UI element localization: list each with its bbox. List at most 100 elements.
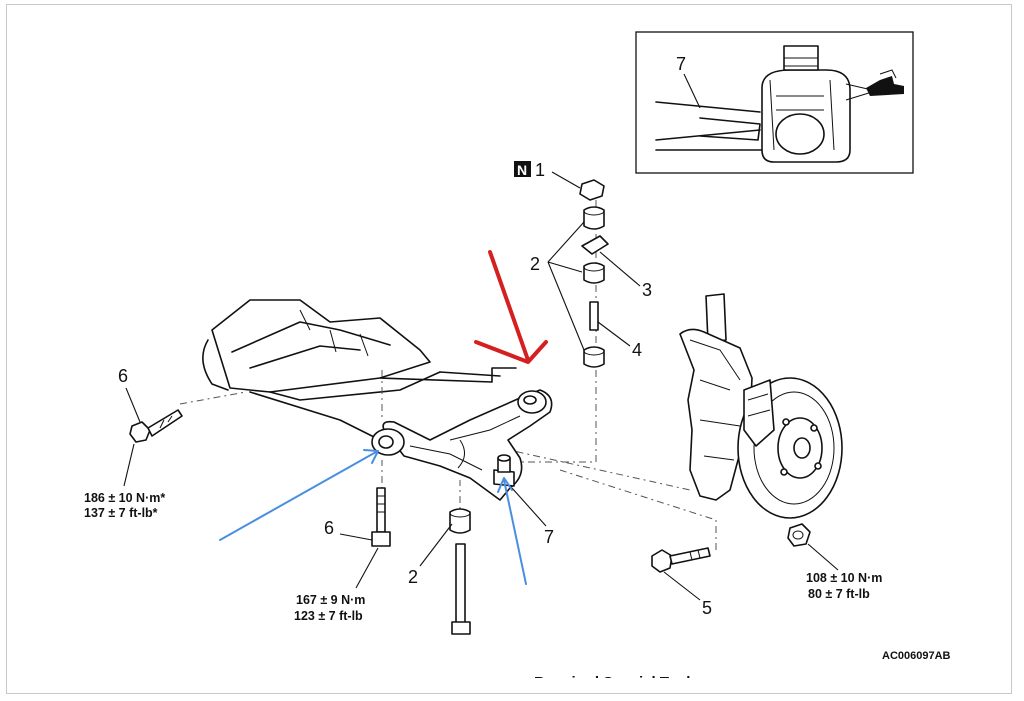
part-2-bottom-rim bbox=[449, 508, 471, 518]
torque-specs: 186 ± 10 N·m* 137 ± 7 ft-lb* 167 ± 9 N·m… bbox=[84, 491, 882, 623]
dash-vertical-c bbox=[520, 370, 597, 463]
inset-arm-web bbox=[699, 117, 761, 141]
torque-right-nm: 108 ± 10 N·m bbox=[806, 571, 882, 585]
wheel-stud-3 bbox=[814, 462, 822, 470]
torque-mid-ftlb: 123 ± 7 ft-lb bbox=[294, 609, 363, 623]
dash-knuckle bbox=[499, 447, 691, 491]
bolt-leaders bbox=[123, 387, 839, 601]
part-2-bushing-top bbox=[583, 206, 605, 230]
wheel-stud-1 bbox=[782, 418, 790, 426]
label-2-top: 2 bbox=[530, 254, 540, 274]
part-2-mid-rim bbox=[583, 262, 605, 272]
part-2-lower-rim bbox=[583, 346, 605, 356]
part-2-bushing-mid bbox=[583, 262, 605, 284]
label-2-bottom: 2 bbox=[408, 567, 418, 587]
dash-bolt6-left bbox=[179, 391, 247, 405]
part-1-nut bbox=[579, 179, 605, 201]
label-6-mid: 6 bbox=[324, 518, 334, 538]
n-badge-text: N bbox=[517, 162, 527, 178]
blue-arrow-balljoint-head bbox=[497, 477, 513, 493]
inset-label-leader bbox=[683, 73, 701, 109]
part-labels: N 1 2 3 4 6 6 2 7 5 bbox=[118, 160, 712, 618]
knuckle-details bbox=[699, 379, 741, 461]
label-6-left: 6 bbox=[118, 366, 128, 386]
hub-center bbox=[793, 437, 811, 459]
torque-right-ftlb: 80 ± 7 ft-lb bbox=[808, 587, 870, 601]
part-2-bushing-bottom bbox=[449, 508, 471, 534]
label-5: 5 bbox=[702, 598, 712, 618]
red-arrow-shaft bbox=[488, 250, 530, 362]
bolt-5-shank bbox=[669, 547, 711, 565]
leader-7 bbox=[511, 487, 547, 527]
bolt-6-left-shank bbox=[147, 409, 183, 437]
caliper-details bbox=[747, 393, 771, 417]
steering-knuckle bbox=[679, 328, 753, 501]
crossmember-lower bbox=[269, 371, 441, 401]
inset-stud-lines bbox=[784, 57, 818, 67]
knuckle-assembly bbox=[679, 293, 843, 547]
figure-code: AC006097AB bbox=[882, 650, 951, 662]
bolt-5-threads bbox=[689, 549, 701, 561]
dash-bolt5 bbox=[559, 469, 717, 550]
leader-right-torque bbox=[807, 543, 839, 571]
inset-arm bbox=[655, 101, 761, 141]
leader-1 bbox=[551, 171, 581, 189]
leader-2-top bbox=[547, 221, 585, 351]
label-4: 4 bbox=[632, 340, 642, 360]
leader-2-bottom bbox=[419, 523, 453, 567]
long-bolt-shank bbox=[455, 543, 466, 625]
bolts bbox=[129, 409, 711, 635]
n-badge bbox=[514, 161, 531, 177]
inset-boot-sides bbox=[769, 79, 835, 151]
grease-gun-icon bbox=[866, 76, 904, 96]
leader-6-mid bbox=[339, 533, 373, 541]
assembly-lines bbox=[179, 200, 717, 550]
frame-rail-mid bbox=[439, 371, 501, 377]
lower-control-arm bbox=[371, 389, 553, 501]
rotor-inner bbox=[753, 391, 835, 505]
leader-3 bbox=[599, 251, 641, 287]
crossmember-details bbox=[299, 309, 369, 357]
label-7: 7 bbox=[544, 527, 554, 547]
part-3-washer bbox=[581, 235, 609, 255]
inset-ball bbox=[775, 113, 825, 155]
red-arrow-head bbox=[474, 340, 548, 364]
part-stack bbox=[579, 179, 609, 368]
part-2-bushing-lower bbox=[583, 346, 605, 368]
grease-gun-handle bbox=[879, 69, 897, 79]
bolt-6-left-threads bbox=[159, 415, 173, 429]
footer-partial-text: Required Special Tools: bbox=[534, 674, 704, 691]
inset-detail: 7 bbox=[635, 31, 914, 174]
crossmember-inner bbox=[249, 345, 361, 369]
torque-left-nm: 186 ± 10 N·m* bbox=[84, 491, 165, 505]
crossmember bbox=[202, 299, 517, 441]
leader-6-mid-torque bbox=[355, 547, 379, 589]
part-2-top-rim bbox=[583, 206, 605, 216]
label-3: 3 bbox=[642, 280, 652, 300]
stack-leaders bbox=[547, 171, 641, 351]
leader-4 bbox=[597, 321, 631, 347]
knuckle-edge bbox=[689, 339, 741, 381]
page-border bbox=[6, 4, 1012, 694]
torque-mid-nm: 167 ± 9 N·m bbox=[296, 593, 365, 607]
ball-joint-nut bbox=[787, 523, 811, 547]
leader-6-left bbox=[125, 387, 141, 423]
bolt-6-mid-head bbox=[371, 531, 391, 547]
part-4-spacer bbox=[589, 301, 599, 331]
ball-joint-top bbox=[497, 454, 511, 462]
bolt-6-left-head bbox=[129, 421, 151, 443]
control-arm-web bbox=[457, 439, 465, 469]
blue-arrow-balljoint-shaft bbox=[503, 479, 527, 585]
control-arm-ribs bbox=[409, 415, 521, 471]
inset-boot-lines bbox=[776, 95, 824, 111]
ball-joint-nut-hole bbox=[792, 530, 804, 540]
bolt-6-mid-threads bbox=[377, 495, 385, 513]
frame-rail-lower bbox=[249, 391, 381, 441]
blue-arrow-bushing-shaft bbox=[219, 451, 377, 541]
leader-5 bbox=[663, 571, 701, 601]
leader-6-left-torque bbox=[123, 443, 135, 487]
wheel-stud-2 bbox=[810, 424, 818, 432]
wheel-stud-4 bbox=[780, 468, 788, 476]
